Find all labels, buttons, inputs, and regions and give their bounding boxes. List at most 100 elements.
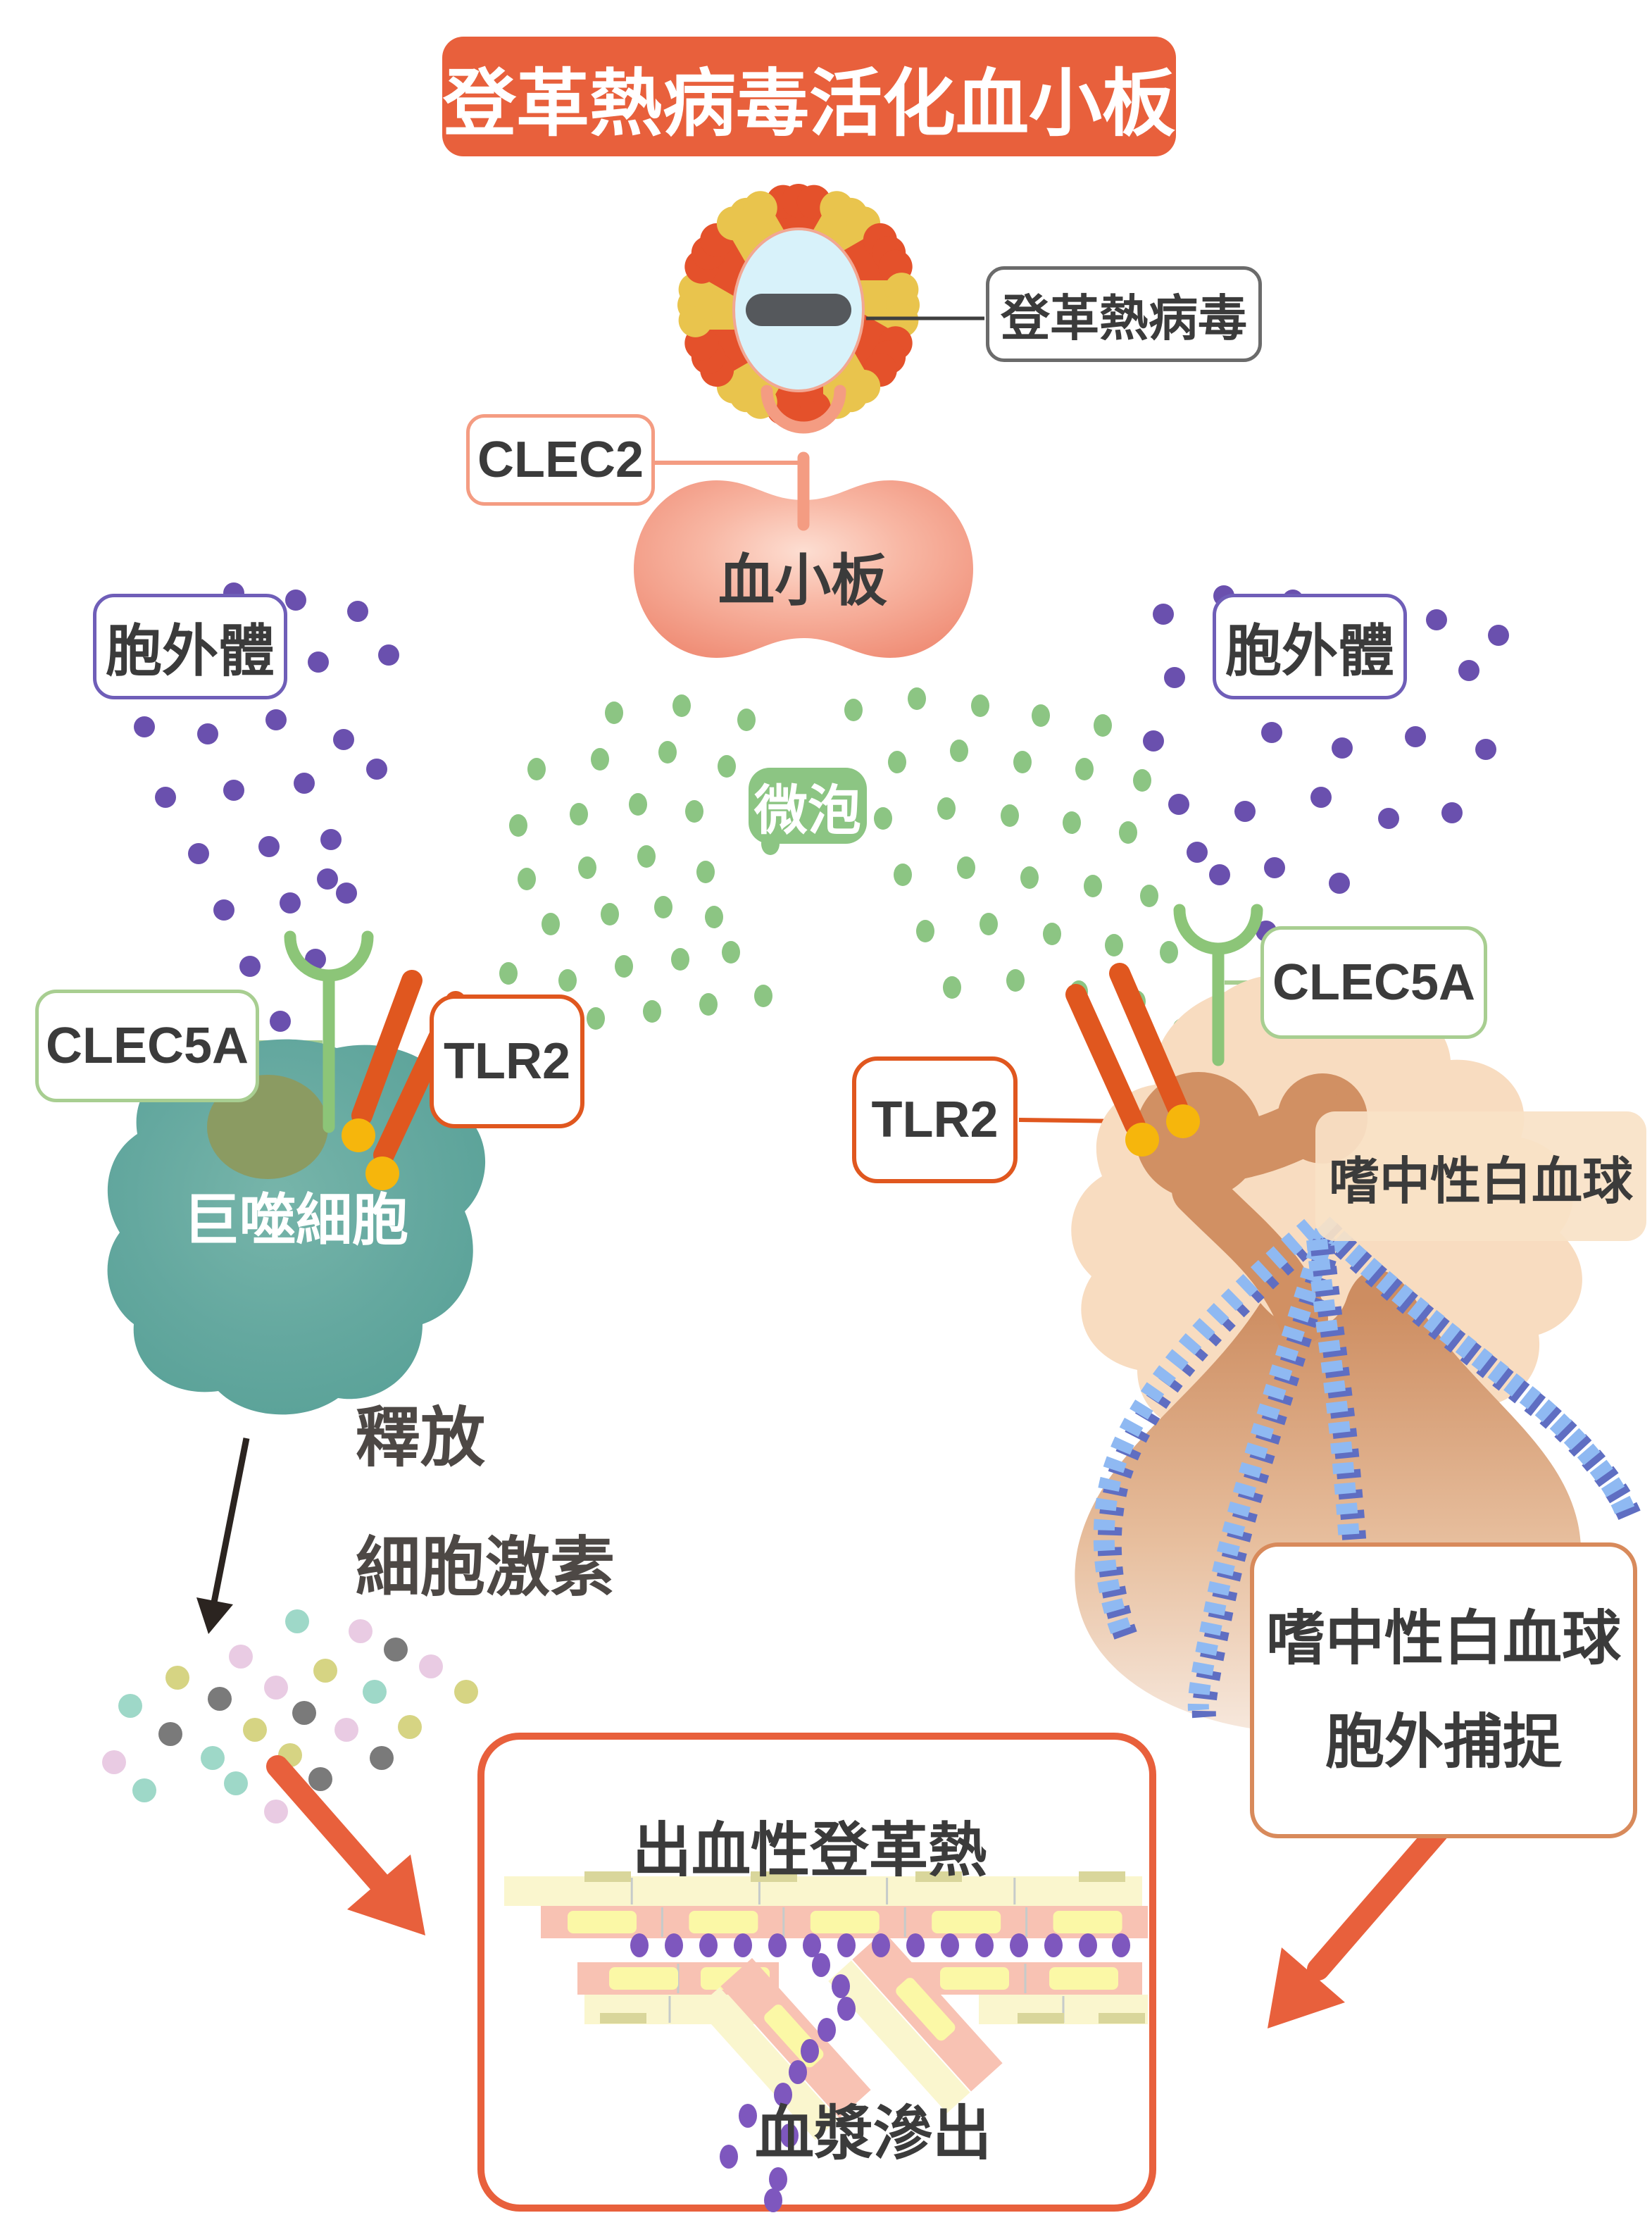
microvesicle-dot [558,969,577,992]
nets-callout: 嗜中性白血球 胞外捕捉 [1250,1542,1637,1838]
flow-arrows [266,1755,1449,2028]
cytokine-dot [264,1800,288,1823]
microvesicle-dot [1043,923,1061,945]
exosome-dot [265,709,287,730]
microvesicle-dot [722,941,740,964]
microvesicle-dot [943,976,961,999]
microvesicle-dot [696,861,715,883]
vessel-tick [600,2013,646,2024]
plasma-dot [665,1933,683,1957]
cytokine-dot [158,1722,182,1746]
microvesicle-dot [1094,714,1112,737]
cytokine-dot [165,1666,189,1690]
microvesicle-dot [937,797,956,820]
endothelial-nucleus [940,1967,1009,1990]
cytokine-dot [454,1680,478,1704]
tlr2-callout-left: TLR2 [430,995,584,1128]
microvesicle-dot [718,755,736,778]
exosome-dot [336,883,357,904]
microvesicle-dot [570,803,588,825]
neutrophil-nucleus-funnel [1172,1165,1328,1344]
exosome-dot [1310,787,1332,808]
right-flow-arrow-shaft [1307,1820,1449,1981]
exosome-dot [1378,808,1399,829]
leaking-plasma-dot [780,2124,799,2147]
clec2-receptor-cup [761,385,846,434]
microvesicle-dot [671,948,689,971]
leaking-plasma-dot [812,1953,830,1977]
left-flow-arrow-shaft [266,1755,395,1899]
microvesicle-dot [605,702,623,724]
exosome-dot [134,716,155,737]
cytokine-dot [349,1619,373,1643]
microvesicle-dot [654,896,672,918]
microvesicle-dot [1133,769,1151,792]
cytokine-dot [363,1680,387,1704]
microvesicle-dot [542,913,560,935]
microvesicle-dot [1160,941,1178,964]
plasma-dot [1010,1933,1028,1957]
platelet-shape [634,385,973,658]
release-cytokines-label: 釋放 細胞激素 [356,1373,615,1633]
microvesicle-dot [971,694,989,717]
exosome-dot [317,868,338,890]
microvesicle-dot [1119,821,1137,844]
microvesicle-dot [1140,885,1158,907]
microvesicle-dot [1075,758,1094,780]
microvesicle-dot [754,985,772,1007]
exosome-dot [294,773,315,794]
exosome-dot [378,644,399,666]
left-flow-arrow-head [347,1854,425,1935]
clec2-callout: CLEC2 [466,414,655,506]
tlr2-receptor-rod [1065,984,1146,1136]
exosome-dot [1329,873,1350,894]
microvesicle-dot [950,740,968,762]
leaking-plasma-dot [764,2188,782,2212]
clec5a-callout-left: CLEC5A [35,990,259,1102]
net-strand [1093,1218,1318,1635]
leaking-plasma-dot [769,2167,787,2191]
cytokine-dot [384,1638,408,1661]
nets-line2: 胞外捕捉 [1325,1709,1562,1775]
leaking-plasma-dot [832,1974,850,1998]
microvesicle-dot [629,793,647,816]
plasma-dot [1044,1933,1063,1957]
net-strand [1306,1238,1360,1545]
microvesicle-dot [908,687,926,710]
microvesicle-dot [672,694,691,717]
exosome-dot [1261,722,1282,743]
microvesicle-dot [499,962,518,985]
microvesicle-dot [1020,866,1039,889]
dengue-virus-icon [677,184,920,426]
microvesicle-dot [587,1007,605,1030]
exosome-callout-left: 胞外體 [93,594,287,699]
hemorrhagic-dengue-title: 出血性登革熱 [632,1817,987,1883]
exosome-dot [1209,864,1230,885]
microvesicle-dot [578,856,596,879]
cytokine-dot [292,1701,316,1725]
cytokine-dot [201,1746,225,1770]
exosome-dot [213,899,234,921]
platelet-body [634,480,973,658]
vessel-tick [751,1871,797,1882]
microvesicle-dot [615,955,633,978]
tlr2-callout-right: TLR2 [852,1056,1018,1183]
plasma-dot [734,1933,752,1957]
exosome-dot [1426,609,1447,630]
microvesicle-dot [685,800,703,823]
plasma-dot [803,1933,821,1957]
endothelial-nucleus [1049,1967,1118,1990]
plasma-dot [975,1933,994,1957]
exosome-dot [1441,802,1463,823]
release-line1: 釋放 [356,1402,486,1474]
exosome-dot [1168,794,1189,815]
microvesicle-dot [699,993,718,1016]
exosome-dot [1187,842,1208,863]
exosome-dot [320,829,342,850]
leaking-plasma-dot [801,2039,819,2063]
cytokine-dot [419,1654,443,1678]
leaking-plasma-dot [774,2083,792,2107]
cytokine-dot [334,1718,358,1742]
microvesicle-dot [1063,811,1081,834]
macrophage-label: 巨噬細胞 [183,1189,408,1252]
